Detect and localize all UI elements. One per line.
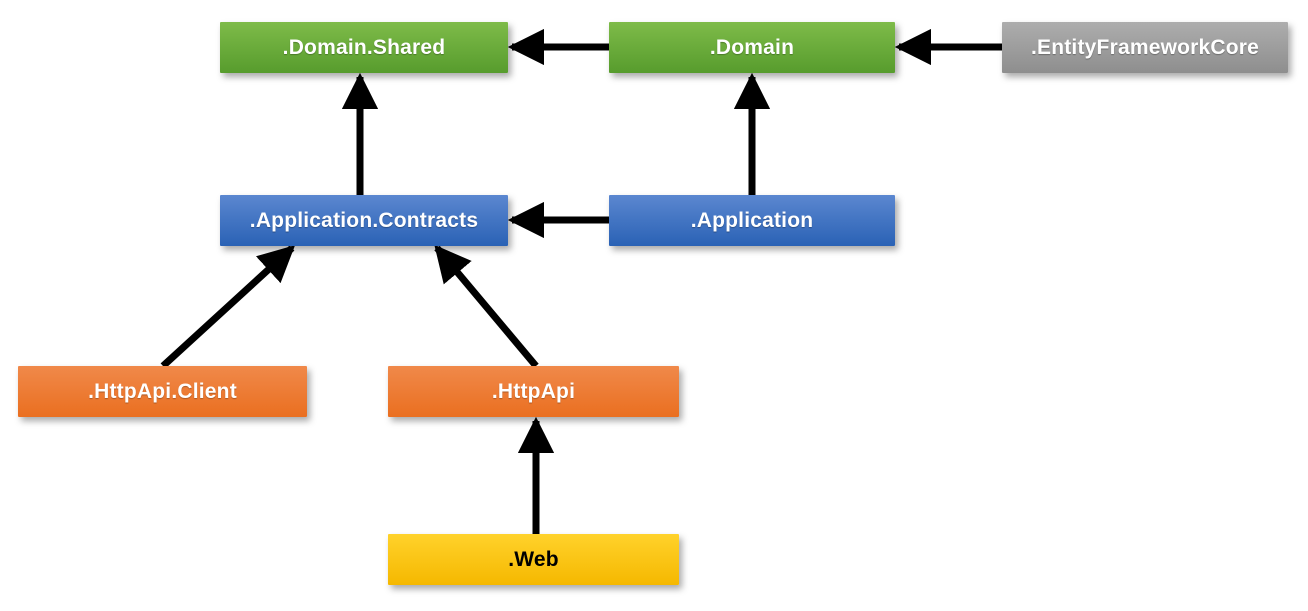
node-application-contracts[interactable]: .Application.Contracts: [220, 195, 508, 246]
node-label-web: .Web: [508, 548, 559, 571]
node-web[interactable]: .Web: [388, 534, 679, 585]
node-label-application: .Application: [690, 209, 814, 232]
node-label-domain: .Domain: [709, 36, 795, 59]
node-httpapi[interactable]: .HttpApi: [388, 366, 679, 417]
node-label-entityframeworkcore: .EntityFrameworkCore: [1030, 36, 1260, 59]
node-label-httpapi-client: .HttpApi.Client: [88, 380, 237, 403]
edge-httpapi-to-application-contracts: [434, 244, 539, 369]
node-entityframeworkcore[interactable]: .EntityFrameworkCore: [1002, 22, 1288, 73]
node-httpapi-client[interactable]: .HttpApi.Client: [18, 366, 307, 417]
node-domain[interactable]: .Domain: [609, 22, 895, 73]
node-label-domain-shared: .Domain.Shared: [282, 36, 446, 59]
node-application[interactable]: .Application: [609, 195, 895, 246]
node-domain-shared[interactable]: .Domain.Shared: [220, 22, 508, 73]
node-label-httpapi: .HttpApi: [491, 380, 576, 403]
edge-httpapi-client-to-application-contracts: [160, 245, 296, 369]
node-label-application-contracts: .Application.Contracts: [249, 209, 479, 232]
